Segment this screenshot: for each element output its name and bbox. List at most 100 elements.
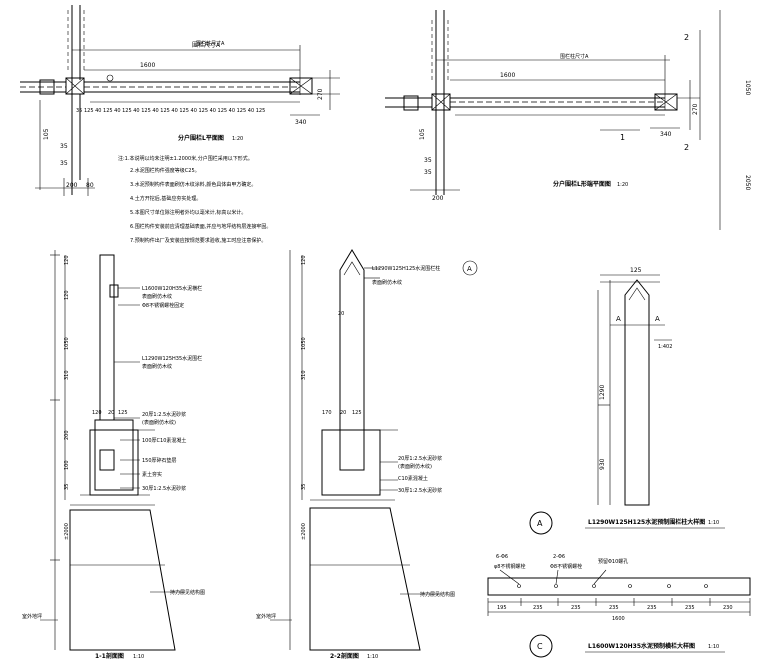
plan-right-pillar-note: 围栏柱尺寸A — [560, 53, 589, 60]
note-0: 注:1.本说明以均未注明±1.2000米,分户围栏采用以下形式。 — [118, 155, 253, 162]
detail-c-sublabel-0: φ8不锈钢螺栓 — [494, 563, 525, 570]
s11-scale: 1:10 — [133, 654, 144, 660]
section-2-2: L1290W125H125水泥围栏柱 表面刷仿木纹 20厚1:2.5水泥砂浆 (… — [256, 249, 478, 660]
plan-left-dim-0: 1600 — [140, 62, 155, 69]
s22-label-2: 20厚1:2.5水泥砂浆 — [398, 455, 442, 462]
s22-dim-4: ±2000 — [301, 523, 307, 540]
s11-label-12: 室外地坪 — [22, 613, 42, 620]
s11-label-11: 持力层见结构图 — [170, 589, 205, 596]
note-3: 4.土方开挖后,基础应夯实处理。 — [130, 195, 201, 202]
s22-dim-1: 20 — [340, 410, 346, 416]
plan-left-pillar-note: 围栏柱尺寸A — [196, 40, 225, 47]
plan-left-dim-3: 35 — [60, 143, 68, 150]
plan-left-dim-5: 105 — [43, 128, 50, 140]
note-1: 2.水泥围栏构件强度等级C25。 — [130, 167, 200, 174]
detail-a-title: L1290W125H125水泥预制围栏柱大样图 — [588, 518, 705, 526]
plan-right-dim-4: 200 — [432, 195, 444, 202]
detail-a-dim-0: 125 — [630, 267, 642, 274]
plan-right-dim-8: 2050 — [744, 175, 751, 190]
plan-right-dim-7: 1050 — [744, 80, 751, 95]
plan-right-title: 分户围栏L形端平面图 — [553, 180, 611, 188]
plan-left-ticks-top: 围栏尺寸A — [192, 41, 221, 49]
detail-c-marker: C — [537, 642, 543, 651]
s11-dim-3: 120 — [64, 290, 70, 300]
s11-dim-0: 120 — [92, 410, 102, 416]
plan-right-cut-2: 2 — [684, 33, 689, 42]
s22-title: 2-2剖面图 — [330, 652, 359, 660]
plan-left-dim-6: 200 — [66, 182, 78, 189]
plan-left-dim-7: 80 — [86, 182, 94, 189]
s22-label-7: 室外地坪 — [256, 613, 276, 620]
s11-label-2: Φ8不锈钢螺栓固定 — [142, 302, 184, 309]
s22-dim-6: 310 — [301, 370, 307, 380]
s11-title: 1-1剖面图 — [95, 652, 124, 660]
detail-c-dim-5: 235 — [685, 605, 695, 611]
detail-a-dim-1: 1290 — [599, 385, 606, 400]
s11-dim-7: 200 — [64, 430, 70, 440]
detail-a-dim-3: 1:402 — [658, 344, 672, 350]
plan-right-cut-3: 2 — [684, 143, 689, 152]
section-1-1: L1600W120H35水泥横栏 表面刷仿木纹 Φ8不锈钢螺栓固定 L1290W… — [22, 250, 205, 660]
s22-dim-3: 1050 — [301, 337, 307, 350]
plan-left-dim-4: 35 — [60, 160, 68, 167]
s22-label-4: C10素混凝土 — [398, 475, 428, 482]
detail-a-cut-1: A — [655, 315, 660, 323]
note-6: 7.预制构件出厂及安装应按规范要求验收,施工时应注意保护。 — [130, 237, 266, 244]
detail-c-dim-2: 235 — [571, 605, 581, 611]
detail-c-total: 1600 — [612, 616, 625, 622]
plan-right-cut-0: 1 — [620, 133, 625, 142]
detail-c: 6-Φ6 2-Φ6 预留Φ10螺孔 φ8不锈钢螺栓 Φ8不锈钢螺栓 195 23… — [487, 554, 751, 658]
plan-right-scale: 1:20 — [617, 182, 628, 188]
s11-dim-2: 125 — [118, 410, 128, 416]
detail-c-label-0: 6-Φ6 — [496, 554, 508, 560]
s11-dim-8: 100 — [64, 460, 70, 470]
plan-left-dim-1: 270 — [317, 88, 324, 100]
detail-a: 125 1290 930 1:402 A A A L1290W125H125水泥… — [529, 267, 725, 535]
s22-dim-2: 125 — [352, 410, 362, 416]
detail-c-dim-3: 235 — [609, 605, 619, 611]
detail-c-dim-1: 235 — [533, 605, 543, 611]
s11-dim-9: 120 — [64, 255, 70, 265]
s11-label-9: 素土夯实 — [142, 471, 162, 478]
plan-left: 围栏尺寸A 1600 270 340 35 35 105 200 80 35 1… — [20, 5, 340, 196]
s11-dim-4: 1050 — [64, 337, 70, 350]
s11-label-5: 20厚1:2.5水泥砂浆 — [142, 411, 186, 418]
s11-label-1: 表面刷仿木纹 — [142, 293, 172, 300]
note-2: 3.水泥预制构件表面刷仿木纹涂料,颜色具体由甲方确定。 — [130, 181, 256, 188]
general-notes: 注:1.本说明以均未注明±1.2000米,分户围栏采用以下形式。 2.水泥围栏构… — [118, 155, 271, 244]
plan-right-dim-3: 105 — [419, 128, 426, 140]
s22-dim-5: 20 — [338, 311, 344, 317]
detail-c-dim-6: 230 — [723, 605, 733, 611]
s11-dim-1: 20 — [108, 410, 114, 416]
plan-right-dim-1: 270 — [692, 103, 699, 115]
plan-right-dim-2: 340 — [660, 131, 672, 138]
detail-a-scale: 1:10 — [708, 520, 719, 526]
detail-c-label-2: 预留Φ10螺孔 — [598, 558, 628, 565]
detail-c-dim-0: 195 — [497, 605, 507, 611]
s11-dim-6: 310 — [64, 370, 70, 380]
plan-right: 1600 270 340 105 200 35 35 1050 2050 围栏柱… — [385, 10, 751, 230]
detail-c-sublabel-1: Φ8不锈钢螺栓 — [550, 563, 582, 570]
plan-right-dim-5: 35 — [424, 157, 432, 164]
s11-label-10: 30厚1:2.5水泥砂浆 — [142, 485, 186, 492]
detail-c-scale: 1:10 — [708, 644, 719, 650]
note-4: 5.本图尺寸单位除注明者外均以毫米计,标高以米计。 — [130, 209, 246, 216]
s22-dim-8: 35 — [301, 484, 307, 490]
s22-scale: 1:10 — [367, 654, 378, 660]
s22-label-6: 持力层见结构图 — [420, 591, 455, 598]
plan-left-scale: 1:20 — [232, 136, 243, 142]
detail-c-title: L1600W120H35水泥预制横栏大样图 — [588, 642, 695, 650]
s22-label-5: 30厚1:2.5水泥砂浆 — [398, 487, 442, 494]
s11-dim-5: ±2000 — [64, 523, 70, 540]
s22-dim-7: 120 — [301, 255, 307, 265]
plan-left-ticks: 35 125 40 125 40 125 40 125 40 125 40 12… — [76, 108, 265, 114]
detail-c-label-1: 2-Φ6 — [553, 554, 565, 560]
plan-left-title: 分户围栏L平面图 — [178, 134, 224, 142]
detail-a-dim-2: 930 — [599, 458, 606, 470]
s11-label-0: L1600W120H35水泥横栏 — [142, 285, 202, 292]
s11-dim-10: 35 — [64, 484, 70, 490]
detail-a-marker: A — [537, 519, 543, 528]
s11-label-3: L1290W125H35水泥围栏 — [142, 355, 202, 362]
s22-marker: A — [467, 265, 472, 273]
